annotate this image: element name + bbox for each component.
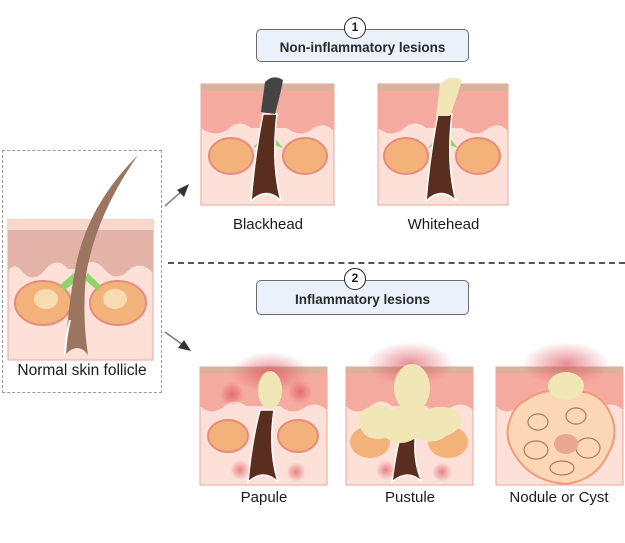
stage-1-badge: 1 — [344, 17, 366, 39]
sebaceous-gland-left — [14, 280, 72, 326]
non-inflammatory-title: Non-inflammatory lesions — [279, 40, 446, 55]
nodule-cyst-illustration — [495, 342, 624, 486]
normal-follicle-panel — [2, 150, 162, 393]
whitehead-illustration — [377, 77, 509, 206]
arrow-to-non-inflammatory — [164, 184, 189, 207]
blackhead-illustration — [200, 77, 335, 206]
sebaceous-gland-right — [89, 280, 147, 326]
stage-2-badge: 2 — [344, 268, 366, 290]
arrow-to-inflammatory — [164, 331, 191, 351]
nodule-cyst-label: Nodule or Cyst — [509, 489, 609, 506]
pustule-illustration — [345, 342, 474, 486]
inflammatory-title: Inflammatory lesions — [294, 292, 431, 307]
papule-illustration — [199, 352, 328, 486]
whitehead-label: Whitehead — [407, 216, 480, 233]
normal-follicle-label: Normal skin follicle — [17, 362, 147, 379]
papule-label: Papule — [240, 489, 288, 506]
inflammatory-header: Inflammatory lesions — [256, 280, 469, 315]
section-divider — [168, 262, 625, 264]
blackhead-label: Blackhead — [232, 216, 304, 233]
normal-follicle-illustration — [7, 155, 154, 361]
pustule-label: Pustule — [384, 489, 436, 506]
blackhead-plug — [261, 77, 283, 114]
whitehead-plug — [436, 77, 462, 116]
